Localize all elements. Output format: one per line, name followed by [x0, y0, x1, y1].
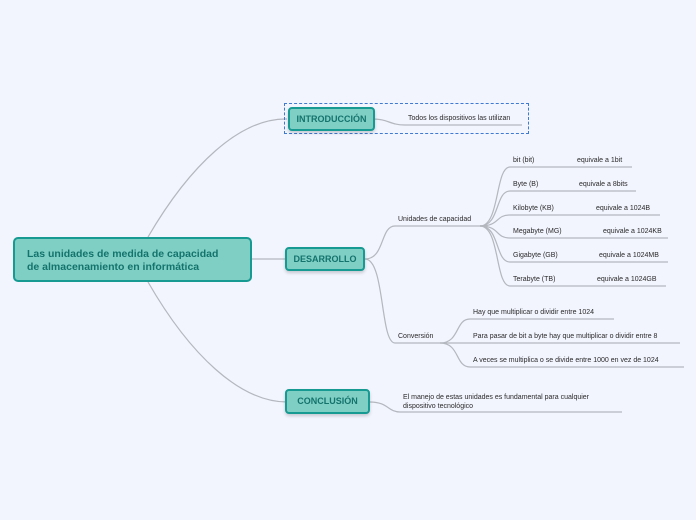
- branch-introduccion-label: INTRODUCCIÓN: [296, 114, 367, 124]
- central-topic-line1: Las unidades de medida de capacidad: [27, 248, 219, 260]
- unit-equivalence: equivale a 1024B: [596, 205, 651, 212]
- unit-equivalence: equivale a 1024KB: [603, 228, 662, 235]
- subtopic-conversion[interactable]: Conversión: [398, 333, 434, 340]
- branch-introduccion[interactable]: INTRODUCCIÓN: [288, 107, 375, 131]
- unit-equivalence: equivale a 8bits: [579, 181, 628, 188]
- subtopic-unidades[interactable]: Unidades de capacidad: [398, 216, 472, 223]
- branch-desarrollo[interactable]: DESARROLLO: [285, 247, 365, 271]
- unit-name: Kilobyte (KB): [513, 205, 554, 212]
- unit-equivalence: equivale a 1bit: [577, 157, 623, 164]
- central-topic[interactable]: Las unidades de medida de capacidad de a…: [13, 237, 252, 282]
- conversion-item: A veces se multiplica o se divide entre …: [473, 357, 659, 364]
- unit-name: Byte (B): [513, 181, 539, 188]
- branch-desarrollo-label: DESARROLLO: [293, 254, 357, 264]
- unit-equivalence: equivale a 1024GB: [597, 276, 657, 283]
- unit-equivalence: equivale a 1024MB: [599, 252, 659, 259]
- unit-name: Gigabyte (GB): [513, 252, 558, 259]
- introduccion-highlight-frame: [284, 103, 529, 134]
- branch-conclusion-label: CONCLUSIÓN: [297, 396, 358, 406]
- central-topic-line2: de almacenamiento en informática: [27, 261, 200, 273]
- branch-conclusion[interactable]: CONCLUSIÓN: [285, 389, 370, 414]
- unit-name: Terabyte (TB): [513, 276, 556, 283]
- unit-name: Megabyte (MG): [513, 228, 562, 235]
- intro-note: Todos los dispositivos las utilizan: [408, 115, 511, 122]
- unit-name: bit (bit): [513, 157, 535, 164]
- conclusion-note: El manejo de estas unidades es fundament…: [403, 394, 590, 410]
- conversion-item: Hay que multiplicar o dividir entre 1024: [473, 309, 595, 316]
- conversion-item: Para pasar de bit a byte hay que multipl…: [473, 333, 658, 340]
